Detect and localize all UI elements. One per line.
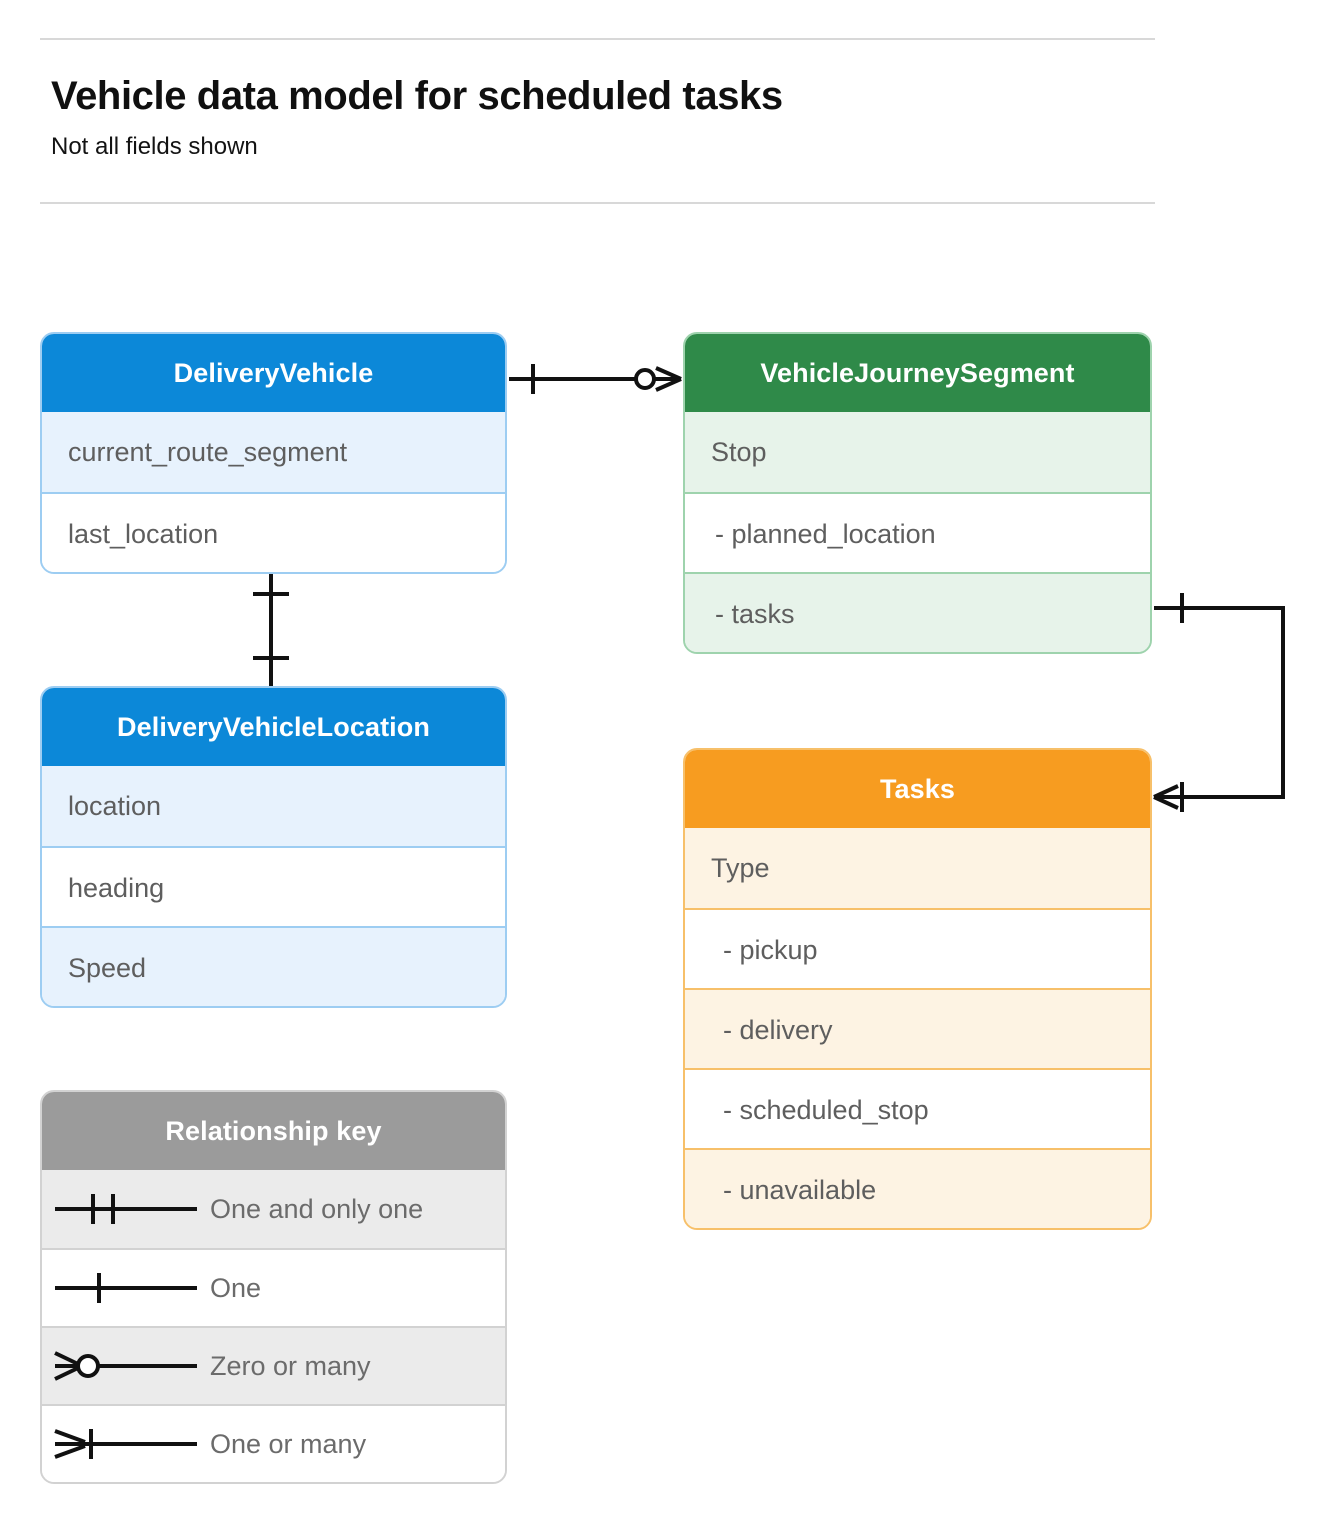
connector-vehicle-to-journey-segment	[509, 364, 682, 394]
entity-row-unavailable: - unavailable	[685, 1148, 1150, 1228]
entity-row-heading: heading	[42, 846, 505, 926]
entity-delivery-vehicle-location[interactable]: DeliveryVehicleLocation location heading…	[40, 686, 507, 1008]
entity-vehicle-journey-segment-title: VehicleJourneySegment	[685, 334, 1150, 412]
entity-delivery-vehicle-location-title: DeliveryVehicleLocation	[42, 688, 505, 766]
entity-row-stop: Stop	[685, 412, 1150, 492]
bottom-divider	[40, 202, 1155, 204]
entity-row-location: location	[42, 766, 505, 846]
one-and-only-one-icon	[42, 1187, 210, 1231]
entity-vehicle-journey-segment[interactable]: VehicleJourneySegment Stop - planned_loc…	[683, 332, 1152, 654]
entity-row-speed: Speed	[42, 926, 505, 1006]
entity-delivery-vehicle-title: DeliveryVehicle	[42, 334, 505, 412]
page-title: Vehicle data model for scheduled tasks	[51, 74, 783, 118]
page-subtitle: Not all fields shown	[51, 133, 258, 160]
entity-delivery-vehicle[interactable]: DeliveryVehicle current_route_segment la…	[40, 332, 507, 574]
connector-journey-segment-to-tasks	[1153, 593, 1285, 812]
legend-item-one: One	[42, 1248, 505, 1326]
entity-tasks[interactable]: Tasks Type - pickup - delivery - schedul…	[683, 748, 1152, 1230]
entity-row-scheduled-stop: - scheduled_stop	[685, 1068, 1150, 1148]
entity-row-last-location: last_location	[42, 492, 505, 572]
entity-row-delivery: - delivery	[685, 988, 1150, 1068]
entity-row-pickup: - pickup	[685, 908, 1150, 988]
entity-row-planned-location: - planned_location	[685, 492, 1150, 572]
legend-item-one-and-only-one: One and only one	[42, 1170, 505, 1248]
relationship-key-legend: Relationship key One and only one One	[40, 1090, 507, 1484]
one-icon	[42, 1266, 210, 1310]
legend-label-zero-or-many: Zero or many	[210, 1350, 371, 1381]
top-divider	[40, 38, 1155, 40]
legend-label-one: One	[210, 1272, 262, 1303]
legend-item-one-or-many: One or many	[42, 1404, 505, 1482]
legend-item-zero-or-many: Zero or many	[42, 1326, 505, 1404]
entity-row-type: Type	[685, 828, 1150, 908]
legend-title: Relationship key	[42, 1092, 505, 1170]
entity-row-tasks: - tasks	[685, 572, 1150, 652]
one-or-many-icon	[42, 1422, 210, 1466]
zero-or-many-icon	[42, 1344, 210, 1388]
legend-label-one-or-many: One or many	[210, 1428, 367, 1459]
entity-row-current-route-segment: current_route_segment	[42, 412, 505, 492]
legend-label-one-and-only-one: One and only one	[210, 1193, 424, 1224]
connector-vehicle-to-vehicle-location	[253, 570, 289, 688]
entity-tasks-title: Tasks	[685, 750, 1150, 828]
